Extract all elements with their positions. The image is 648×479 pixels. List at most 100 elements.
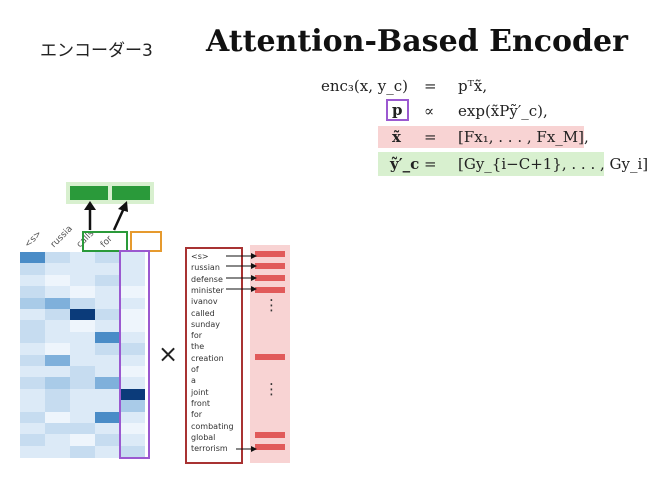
heatmap-cell xyxy=(45,252,70,264)
equation-lhs: x̃ xyxy=(392,128,401,146)
heatmap-cell xyxy=(95,263,120,276)
heatmap-cell xyxy=(45,400,70,413)
heatmap-cell xyxy=(95,400,120,413)
heatmap-cell xyxy=(120,400,145,413)
equation-rhs: [Fx₁, . . . , Fx_M], xyxy=(458,128,589,146)
input-token: creation xyxy=(191,353,224,363)
heatmap-cell xyxy=(120,411,145,424)
heatmap-cell xyxy=(45,343,70,356)
equation-lhs: enc₃(x, y_c) xyxy=(320,77,408,95)
output-embedding-left xyxy=(70,186,108,200)
encoded-bar xyxy=(255,251,285,257)
heatmap-cell xyxy=(70,400,95,413)
heatmap-cell xyxy=(120,434,145,447)
heatmap-cell xyxy=(95,411,120,424)
heatmap-cell xyxy=(95,331,120,344)
encoded-bar xyxy=(255,444,285,450)
heatmap-cell xyxy=(20,252,45,264)
heatmap-cell xyxy=(45,366,70,378)
context-arrows xyxy=(84,201,128,231)
heatmap-cell xyxy=(95,423,120,435)
encoded-bar xyxy=(255,287,285,293)
input-token: for xyxy=(191,410,202,420)
heatmap-cell xyxy=(120,377,145,390)
heatmap-cell xyxy=(120,274,145,287)
equation-rhs: [Gy_{i−C+1}, . . . , Gy_i] xyxy=(458,155,648,173)
heatmap-cell xyxy=(95,445,120,458)
heatmap-cell xyxy=(70,274,95,287)
input-token: global xyxy=(191,432,216,442)
equation-rhs: exp(x̃Pỹ′_c), xyxy=(458,102,548,120)
equation-operator: = xyxy=(424,128,437,146)
p-box: p xyxy=(386,99,409,121)
heatmap-cell xyxy=(20,274,45,287)
input-token: terrorism xyxy=(191,444,228,454)
heatmap-cell xyxy=(45,309,70,321)
output-embedding-right xyxy=(112,186,150,200)
input-token: minister xyxy=(191,285,224,295)
heatmap-cell xyxy=(95,434,120,447)
equation-operator: ∝ xyxy=(424,102,435,120)
heatmap-cell xyxy=(95,377,120,390)
input-token: ivanov xyxy=(191,297,218,307)
encoded-bar xyxy=(255,275,285,281)
heatmap-cell xyxy=(20,309,45,321)
heatmap-cell xyxy=(70,286,95,299)
input-token: joint xyxy=(191,387,209,397)
heatmap-cell xyxy=(45,423,70,435)
heatmap-cell xyxy=(20,366,45,378)
heatmap-cell xyxy=(45,331,70,344)
heatmap-cell xyxy=(95,252,120,264)
equation-operator: = xyxy=(424,155,437,173)
heatmap-cell xyxy=(120,388,145,401)
heatmap-cell xyxy=(95,343,120,356)
heatmap-cell xyxy=(70,434,95,447)
heatmap-cell xyxy=(120,263,145,276)
heatmap-cell xyxy=(45,377,70,390)
encoded-bar xyxy=(255,354,285,360)
input-token: <s> xyxy=(191,252,209,261)
heatmap-cell xyxy=(95,366,120,378)
equation-operator: = xyxy=(424,77,437,95)
heatmap-cell xyxy=(120,320,145,333)
token-arrows xyxy=(226,253,257,452)
input-token: defense xyxy=(191,274,223,284)
heatmap-cell xyxy=(95,274,120,287)
equation-rhs: pᵀx̃, xyxy=(458,77,488,95)
heatmap-cell xyxy=(70,343,95,356)
heatmap-cell xyxy=(70,445,95,458)
heatmap-cell xyxy=(120,343,145,356)
context-window-box xyxy=(82,231,128,252)
ellipsis-upper: ⋮ xyxy=(264,296,279,314)
input-token: sunday xyxy=(191,319,221,329)
heatmap-cell xyxy=(70,388,95,401)
encoded-bar xyxy=(255,432,285,438)
heatmap-cell xyxy=(70,354,95,367)
slide-title: Attention-Based Encoder xyxy=(206,24,628,59)
heatmap-cell xyxy=(95,320,120,333)
next-word-box xyxy=(130,231,162,252)
heatmap-cell xyxy=(45,434,70,447)
attention-column-highlight xyxy=(119,250,150,459)
heatmap-cell xyxy=(70,331,95,344)
heatmap-cell xyxy=(70,423,95,435)
heatmap-cell xyxy=(120,445,145,458)
heatmap-cell xyxy=(20,286,45,299)
heatmap-cell xyxy=(70,263,95,276)
input-token: a xyxy=(191,376,196,386)
equation-lhs-boxed: p xyxy=(386,99,409,121)
input-token: front xyxy=(191,398,211,408)
heatmap-cell xyxy=(20,263,45,276)
input-sentence-box xyxy=(185,247,243,464)
heatmap-cell xyxy=(45,286,70,299)
heatmap-cell xyxy=(45,297,70,310)
heatmap-cell xyxy=(20,320,45,333)
japanese-title: エンコーダー3 xyxy=(40,41,153,61)
heatmap-cell xyxy=(120,354,145,367)
multiply-symbol: × xyxy=(158,340,179,368)
heatmap-cell xyxy=(70,252,95,264)
heatmap-cell xyxy=(120,366,145,378)
heatmap-cell xyxy=(45,388,70,401)
heatmap-cell xyxy=(20,354,45,367)
encoded-bar xyxy=(255,263,285,269)
